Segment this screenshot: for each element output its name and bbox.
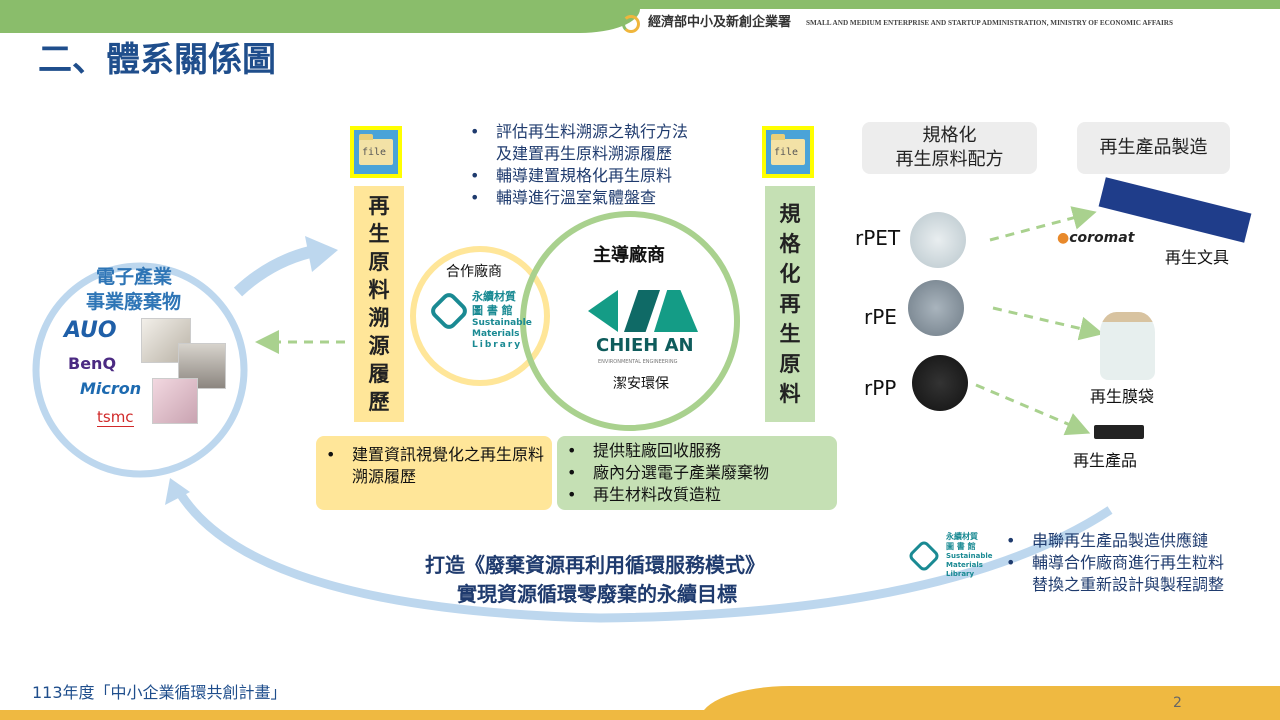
char: 再 [368, 194, 390, 218]
material-rpp: rPP [864, 376, 897, 400]
waste-circle [32, 262, 248, 478]
micron-logo: Micron [80, 379, 142, 398]
dolly-image [1094, 425, 1144, 439]
sml-cn2: 圖 書 館 [946, 542, 976, 551]
benq-logo: BenQ [68, 354, 117, 373]
sml-en3: Library [472, 340, 523, 350]
rpe-arrow [992, 306, 1104, 341]
coromat-text: coromat [1069, 230, 1135, 246]
page-title: 二、體系關係圖 [38, 40, 276, 80]
goal-line-1: 打造《廢棄資源再利用循環服務模式》 [425, 553, 765, 577]
sml-en2: Materials [946, 561, 983, 569]
top-bullets: 評估再生料溯源之執行方法 及建置再生原料溯源履歷 輔導建置規格化再生原料 輔導進… [466, 121, 688, 209]
rpe-pellets-image [908, 280, 964, 336]
partner-label: 合作廠商 [446, 264, 502, 280]
formula-header: 規格化 再生原料配方 [862, 122, 1037, 174]
bullet-cont: 替換之重新設計與製程調整 [1032, 575, 1225, 594]
partner-circle [410, 246, 550, 386]
chieh-an-logo-icon [588, 290, 698, 332]
lead-name-cn: 潔安環保 [613, 376, 669, 392]
material-rpe: rPE [864, 305, 897, 329]
sml-cn1: 永續材質 [946, 532, 978, 541]
goal-line-2: 實現資源循環零廢棄的永續目標 [457, 582, 737, 606]
sml-en3: Library [946, 570, 975, 578]
coromat-icon: ● [1057, 230, 1070, 246]
bullet: 再生材料改質造粒 [563, 484, 831, 506]
footer-band-right [700, 686, 1280, 720]
char: 再 [779, 292, 801, 316]
product-header: 再生產品製造 [1077, 122, 1230, 174]
bottom-bullets: 串聯再生產品製造供應鏈 輔導合作廠商進行再生粒料 替換之重新設計與製程調整 [1002, 530, 1224, 596]
coromat-logo: ●coromat [1057, 230, 1134, 247]
page-number: 2 [1173, 695, 1182, 711]
sml-logo-small-text: 永續材質 圖 書 館 Sustainable Materials Library [946, 532, 993, 579]
yellow-info-box: 建置資訊視覺化之再生原料溯源履歷 [316, 436, 552, 510]
bottom-cycle-arrowhead [165, 478, 190, 505]
char: 原 [368, 250, 390, 274]
footer-program: 113年度「中小企業循環共創計畫」 [32, 683, 287, 702]
bullet: 建置資訊視覺化之再生原料溯源履歷 [322, 444, 544, 488]
bag-label: 再生膜袋 [1090, 387, 1155, 406]
top-cycle-arrowhead [305, 236, 338, 272]
sml-cn1: 永續材質 [472, 290, 516, 303]
bottom-cycle-arrow [174, 487, 1113, 623]
char: 源 [368, 334, 390, 358]
chieh-an-sub: ENVIRONMENTAL ENGINEERING [598, 359, 678, 365]
waste-title-2: 事業廢棄物 [86, 291, 182, 313]
ministry-logo-icon [622, 15, 640, 33]
chieh-an-name: CHIEH AN [596, 335, 694, 356]
rpet-arrow [989, 206, 1097, 242]
stationery-label: 再生文具 [1165, 248, 1230, 267]
material-rpet: rPET [855, 226, 901, 250]
ministry-name-cn: 經濟部中小及新創企業署 [648, 15, 792, 30]
sml-en2: Materials [472, 329, 520, 339]
top-cycle-arrow [233, 246, 312, 297]
char: 原 [779, 352, 801, 376]
char: 歷 [368, 390, 390, 414]
bullet: 輔導合作廠商進行再生粒料 [1002, 552, 1224, 574]
bullet: 評估再生料溯源之執行方法 [466, 121, 688, 143]
product-label: 再生產品 [1073, 451, 1138, 470]
char: 溯 [368, 306, 390, 330]
char: 履 [368, 362, 390, 386]
bullet: 輔導進行溫室氣體盤查 [466, 187, 688, 209]
spec-vertical-label: 規格化再生原料 [765, 186, 815, 422]
lead-circle [520, 211, 740, 431]
footer-band [0, 710, 1280, 720]
bullet: 提供駐廠回收服務 [563, 440, 831, 462]
char: 規 [779, 202, 801, 226]
char: 格 [779, 232, 801, 256]
top-band [0, 0, 1280, 9]
sml-en1: Sustainable [472, 318, 532, 328]
waste-photo-3 [152, 378, 198, 424]
auo-logo: AUO [64, 318, 117, 343]
char: 料 [368, 278, 390, 302]
spec-folder-icon: file [762, 126, 814, 178]
trace-folder-icon: file [350, 126, 402, 178]
ministry-name-en: SMALL AND MEDIUM ENTERPRISE AND STARTUP … [806, 19, 1173, 27]
bullet: 廠內分選電子產業廢棄物 [563, 462, 831, 484]
sml-logo-text: 永續材質 圖 書 館 Sustainable Materials Library [472, 290, 532, 351]
bullet: 輔導建置規格化再生原料 [466, 165, 688, 187]
rpet-pellets-image [910, 212, 966, 268]
rpp-arrow [975, 383, 1091, 436]
bullet: 串聯再生產品製造供應鏈 [1002, 530, 1224, 552]
trace-vertical-label: 再生原料溯源履歷 [354, 186, 404, 422]
tsmc-logo: tsmc [97, 408, 134, 427]
char: 生 [368, 222, 390, 246]
trace-folder-label: file [359, 134, 393, 165]
sml-cn2: 圖 書 館 [472, 304, 513, 317]
lead-label: 主導廠商 [593, 245, 665, 266]
green-info-box: 提供駐廠回收服務 廠內分選電子產業廢棄物 再生材料改質造粒 [557, 436, 837, 510]
waste-title-1: 電子產業 [96, 266, 173, 288]
spec-folder-label: file [771, 134, 805, 165]
top-band-left [0, 0, 640, 33]
bullet-cont: 及建置再生原料溯源履歷 [496, 144, 673, 163]
char: 化 [779, 262, 801, 286]
char: 生 [779, 322, 801, 346]
sml-en1: Sustainable [946, 552, 993, 560]
bag-image [1100, 312, 1155, 380]
rpp-pellets-image [912, 355, 968, 411]
char: 料 [779, 382, 801, 406]
